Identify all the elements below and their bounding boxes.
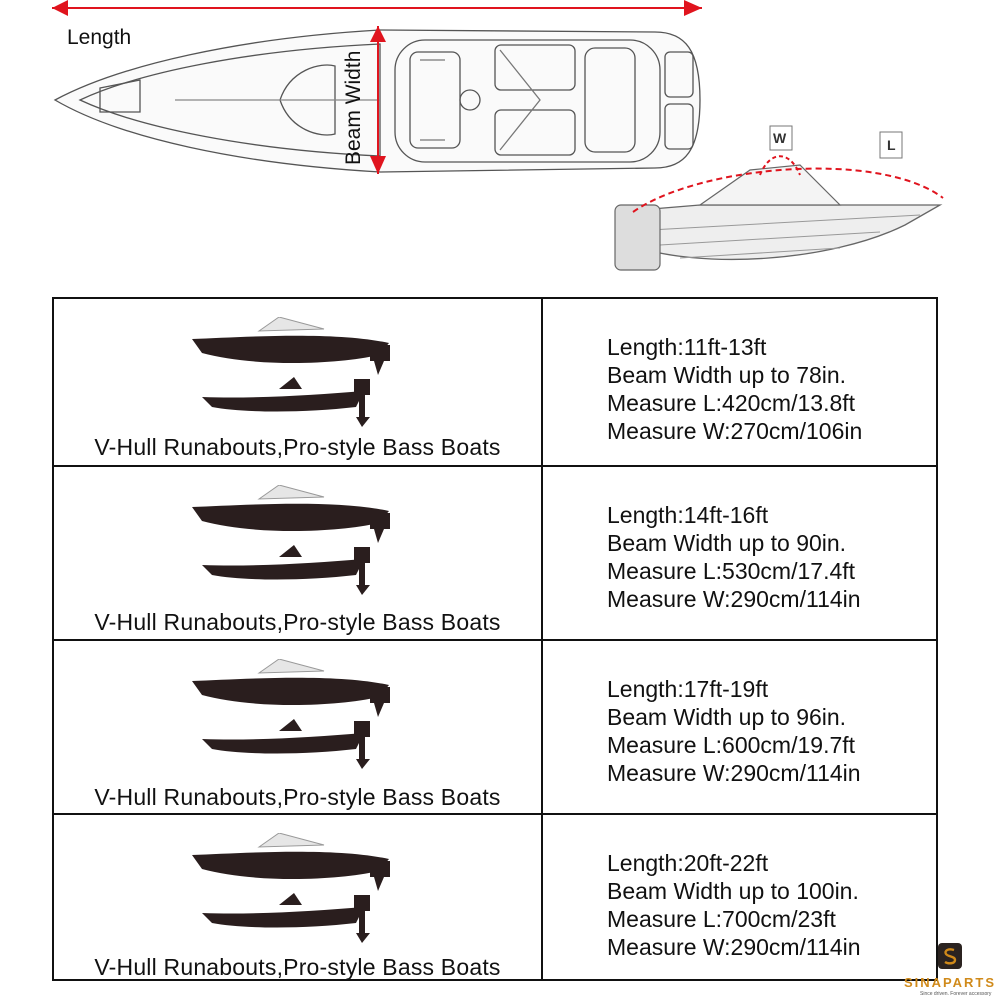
boat-type-caption: V-Hull Runabouts,Pro-style Bass Boats	[94, 954, 501, 980]
brand-logo: SINAPARTS Since driven. Forever accessor…	[904, 943, 994, 997]
boat-illustrations	[184, 832, 404, 943]
bass-boat-icon	[202, 377, 370, 427]
spec-line: Length:17ft-19ft	[607, 676, 769, 702]
boat-type-caption: V-Hull Runabouts,Pro-style Bass Boats	[94, 434, 501, 460]
spec-line: Measure W:290cm/114in	[607, 586, 861, 612]
spec-line: Measure W:290cm/114in	[607, 760, 861, 786]
boat-cover-side-view: W L	[614, 125, 944, 271]
spec-line: Measure W:270cm/106in	[607, 418, 863, 444]
boat-type-caption: V-Hull Runabouts,Pro-style Bass Boats	[94, 784, 501, 810]
boat-type-cell: V-Hull Runabouts,Pro-style Bass Boats	[54, 299, 541, 465]
spec-line: Length:11ft-13ft	[607, 334, 767, 360]
spec-line: Beam Width up to 96in.	[607, 704, 847, 730]
spec-line: Measure W:290cm/114in	[607, 934, 861, 960]
bass-boat-icon	[202, 719, 370, 769]
boat-type-cell: V-Hull Runabouts,Pro-style Bass Boats	[54, 641, 541, 813]
size-row: V-Hull Runabouts,Pro-style Bass Boats Len…	[54, 299, 936, 465]
column-divider	[541, 641, 543, 813]
bass-boat-icon	[202, 893, 370, 943]
bass-boat-icon	[202, 545, 370, 595]
boat-illustrations	[184, 658, 404, 769]
cover-length-label: L	[887, 137, 896, 153]
runabout-boat-icon	[192, 832, 390, 891]
column-divider	[541, 815, 543, 979]
spec-line: Measure L:420cm/13.8ft	[607, 390, 856, 416]
spec-line: Length:20ft-22ft	[607, 850, 769, 876]
boat-type-caption: V-Hull Runabouts,Pro-style Bass Boats	[94, 609, 501, 635]
column-divider	[541, 467, 543, 639]
spec-line: Beam Width up to 90in.	[607, 530, 847, 556]
boat-type-cell: V-Hull Runabouts,Pro-style Bass Boats	[54, 467, 541, 639]
runabout-boat-icon	[192, 484, 390, 543]
spec-line: Measure L:530cm/17.4ft	[607, 558, 856, 584]
boat-illustrations	[184, 484, 404, 595]
brand-tagline: Since driven. Forever accessory	[920, 991, 992, 997]
size-row: V-Hull Runabouts,Pro-style Bass Boats Len…	[54, 813, 936, 980]
brand-name: SINAPARTS	[904, 975, 994, 990]
runabout-boat-icon	[192, 316, 390, 375]
spec-line: Length:14ft-16ft	[607, 502, 769, 528]
cover-width-label: W	[773, 130, 787, 146]
beam-width-label: Beam Width	[342, 51, 365, 165]
length-label: Length	[67, 26, 131, 49]
runabout-boat-icon	[192, 658, 390, 717]
boat-type-cell: V-Hull Runabouts,Pro-style Bass Boats	[54, 815, 541, 980]
spec-line: Measure L:600cm/19.7ft	[607, 732, 856, 758]
spec-line: Measure L:700cm/23ft	[607, 906, 836, 932]
size-row: V-Hull Runabouts,Pro-style Bass Boats Len…	[54, 639, 936, 813]
spec-line: Beam Width up to 78in.	[607, 362, 847, 388]
spec-line: Beam Width up to 100in.	[607, 878, 859, 904]
size-row: V-Hull Runabouts,Pro-style Bass Boats Len…	[54, 465, 936, 639]
column-divider	[541, 299, 543, 465]
boat-illustrations	[184, 316, 404, 427]
boat-dimension-diagram: Length Beam Width W L	[52, 0, 944, 271]
